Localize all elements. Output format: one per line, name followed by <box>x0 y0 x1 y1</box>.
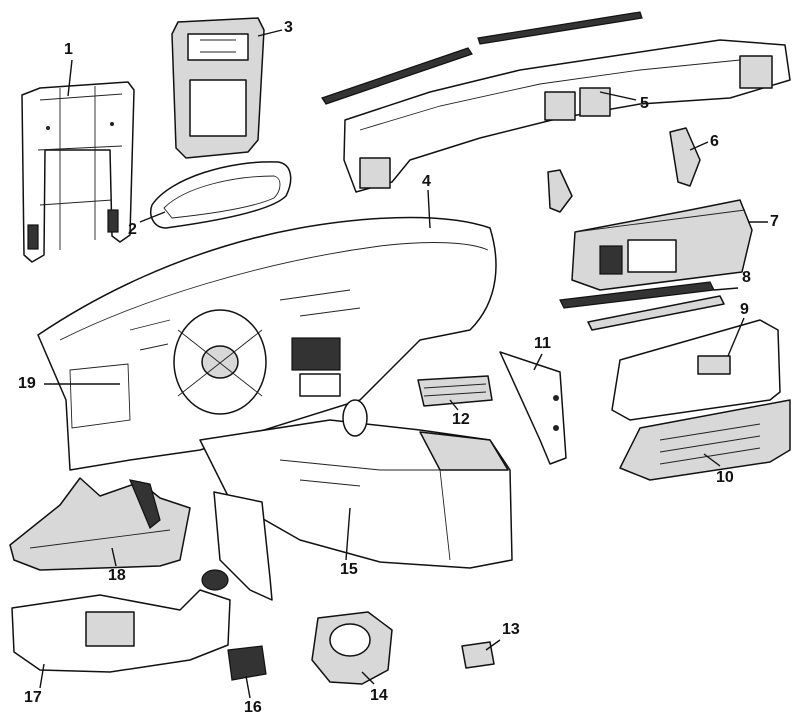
callout-1: 1 <box>64 41 73 58</box>
callout-14: 14 <box>370 687 388 704</box>
callout-13: 13 <box>502 621 520 638</box>
part-9-glovebox-door <box>611 319 781 421</box>
part-7-glovebox-housing <box>571 199 753 291</box>
callout-4: 4 <box>422 173 431 190</box>
part-6-brackets <box>547 127 701 213</box>
callout-11: 11 <box>534 335 551 352</box>
part-3-center-bezel <box>171 17 265 159</box>
callout-8: 8 <box>742 269 751 286</box>
part-13-button <box>461 641 495 669</box>
part-18-lower-support <box>9 477 191 571</box>
part-2-cluster-bezel <box>150 161 292 229</box>
callout-3: 3 <box>284 19 293 36</box>
leader-lines <box>39 29 768 699</box>
callout-7: 7 <box>770 213 779 230</box>
part-5-air-duct <box>321 11 791 193</box>
callout-2: 2 <box>128 221 137 238</box>
part-19-panel-end <box>69 363 131 429</box>
part-4-instrument-panel <box>37 216 497 471</box>
callout-12: 12 <box>452 411 470 428</box>
callout-19: 19 <box>18 375 36 392</box>
part-1-bracket-frame <box>21 81 135 263</box>
part-15-center-console <box>199 399 513 569</box>
part-14-column-cover <box>311 611 393 685</box>
part-10-glovebox-liner <box>619 399 791 481</box>
callout-9: 9 <box>740 301 749 318</box>
part-12-vent <box>417 375 493 407</box>
callout-17: 17 <box>24 689 42 706</box>
callout-6: 6 <box>710 133 719 150</box>
callout-15: 15 <box>340 561 358 578</box>
part-16-small-vent <box>227 645 267 681</box>
part-17-knee-bolster <box>11 569 231 673</box>
part-11-side-cover <box>499 351 567 465</box>
side-trim-panel <box>213 491 273 601</box>
callout-16: 16 <box>244 699 262 716</box>
callout-5: 5 <box>640 95 649 112</box>
callout-10: 10 <box>716 469 734 486</box>
callout-18: 18 <box>108 567 126 584</box>
part-8-rail <box>559 281 725 331</box>
